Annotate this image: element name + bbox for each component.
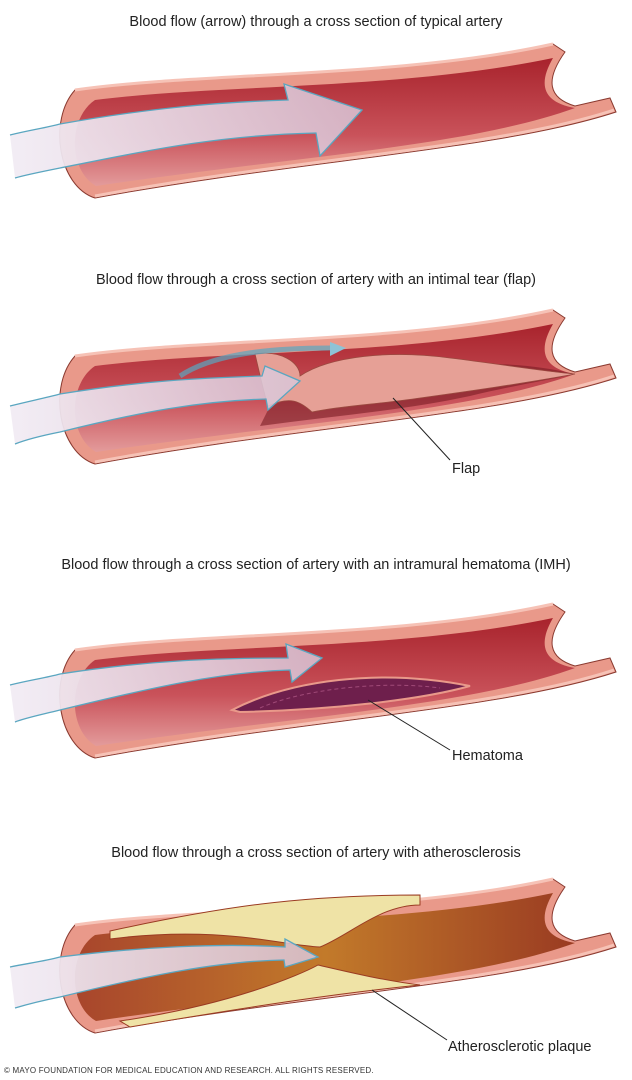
hematoma-label: Hematoma xyxy=(452,748,523,764)
artery-hematoma xyxy=(9,602,618,760)
panel-title-normal: Blood flow (arrow) through a cross secti… xyxy=(129,14,503,30)
intimal-flap xyxy=(254,352,576,413)
plaque-label: Atherosclerotic plaque xyxy=(448,1039,592,1055)
false-lumen-arrow xyxy=(178,345,331,379)
flap-label: Flap xyxy=(452,461,481,477)
artery-normal xyxy=(9,42,618,200)
artery-atherosclerosis xyxy=(9,877,618,1035)
blood-flow-arrow xyxy=(9,937,320,1009)
hematoma-leader-line xyxy=(367,699,451,751)
artery-intimal-tear xyxy=(9,308,618,466)
panel-title-intimal-tear: Blood flow through a cross section of ar… xyxy=(95,272,537,288)
panel-title-hematoma: Blood flow through a cross section of ar… xyxy=(61,557,571,573)
plaque-top xyxy=(109,894,421,948)
panel-title-atherosclerosis: Blood flow through a cross section of ar… xyxy=(111,845,521,861)
plaque-leader-line xyxy=(371,989,448,1041)
copyright: © MAYO FOUNDATION FOR MEDICAL EDUCATION … xyxy=(4,1066,374,1075)
blood-flow-arrow xyxy=(9,642,324,723)
plaque-bottom xyxy=(118,964,421,1028)
hematoma xyxy=(229,676,471,714)
blood-flow-arrow xyxy=(9,83,364,179)
blood-flow-arrow xyxy=(9,365,302,445)
flap-leader-line xyxy=(392,397,451,461)
